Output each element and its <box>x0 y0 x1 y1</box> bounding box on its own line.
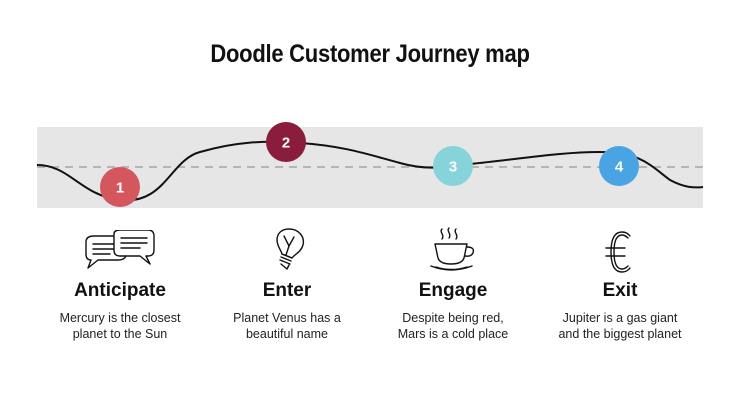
stage-desc-line2: beautiful name <box>245 327 328 341</box>
stage-name: Exit <box>602 280 638 301</box>
stage-name: Enter <box>262 280 312 301</box>
step-marker-3: 3 <box>433 146 473 186</box>
stage-engage: Engage Despite being red, Mars is a cold… <box>368 226 538 342</box>
stage-desc-line2: planet to the Sun <box>72 327 168 341</box>
page-title: Doodle Customer Journey map <box>210 40 530 68</box>
stage-desc-line1: Mercury is the closest <box>59 311 181 325</box>
stage-desc-line1: Despite being red, <box>402 311 504 325</box>
stage-name: Anticipate <box>74 280 166 301</box>
stage-anticipate: Anticipate Mercury is the closest planet… <box>35 226 205 342</box>
step-number-1: 1 <box>116 180 124 197</box>
stage-desc-line2: Mars is a cold place <box>397 327 509 341</box>
coffee-cup-icon <box>430 227 475 271</box>
speech-bubbles-icon <box>85 230 155 269</box>
stage-desc-line2: and the biggest planet <box>558 327 682 341</box>
euro-icon <box>605 231 631 273</box>
step-marker-4: 4 <box>599 146 639 186</box>
step-marker-2: 2 <box>266 122 306 162</box>
step-number-4: 4 <box>615 159 624 176</box>
stage-desc-line1: Planet Venus has a <box>233 311 341 325</box>
stage-exit: Exit Jupiter is a gas giant and the bigg… <box>535 226 705 342</box>
stage-enter: Enter Planet Venus has a beautiful name <box>202 226 372 342</box>
stage-desc-line1: Jupiter is a gas giant <box>562 311 678 325</box>
step-marker-1: 1 <box>100 167 140 207</box>
lightbulb-icon <box>276 228 305 270</box>
stage-name: Engage <box>418 280 488 301</box>
step-number-2: 2 <box>282 135 290 152</box>
journey-curve <box>36 140 704 202</box>
step-number-3: 3 <box>449 159 457 176</box>
